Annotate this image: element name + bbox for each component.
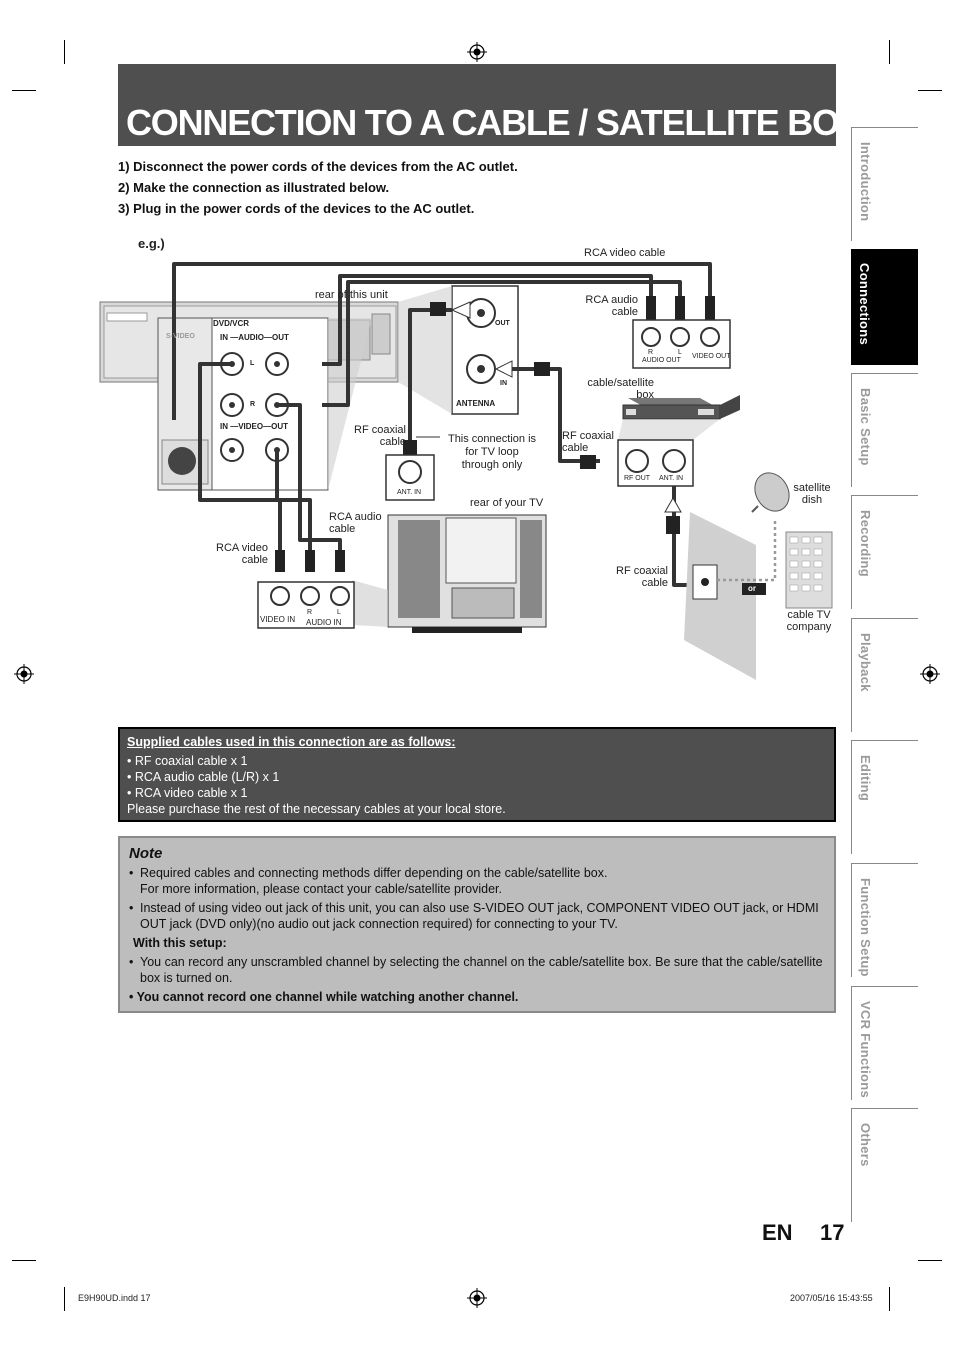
note-item: You can record any unscrambled channel b…: [129, 954, 825, 986]
registration-mark-icon: [467, 42, 487, 62]
footer-date: 2007/05/16 15:43:55: [790, 1293, 873, 1303]
supplied-heading: Supplied cables used in this connection …: [127, 735, 456, 749]
rear-unit-label: rear of this unit: [315, 289, 388, 301]
note-item: Required cables and connecting methods d…: [129, 865, 825, 897]
note-title: Note: [129, 845, 163, 862]
crop-mark: [64, 40, 65, 64]
audio-in-r-label: R: [307, 609, 313, 616]
audio-in-l-label: L: [337, 609, 341, 616]
crop-mark: [889, 1287, 890, 1311]
title-bar: CONNECTION TO A CABLE / SATELLITE BOX: [118, 64, 863, 146]
crop-mark: [64, 1287, 65, 1311]
step-2: 2) Make the connection as illustrated be…: [118, 180, 390, 195]
audio-out-r-label: R: [648, 349, 654, 356]
l-label: L: [250, 360, 255, 367]
note-box: Note Required cables and connecting meth…: [118, 836, 836, 1013]
ant-in-2-label: ANT. IN: [659, 475, 684, 482]
rear-tv-label: rear of your TV: [470, 497, 544, 509]
s-video-label: S-VIDEO: [166, 333, 195, 340]
supplied-item: • RF coaxial cable x 1: [127, 754, 248, 768]
rca-video-cable-top-label: RCA video cable: [584, 247, 666, 259]
tab-others[interactable]: Others: [851, 1108, 918, 1222]
video-out-label: VIDEO OUT: [692, 353, 731, 360]
page-language: EN: [762, 1220, 793, 1245]
footer-file: E9H90UD.indd 17: [78, 1293, 151, 1303]
ant-in-label: ANT. IN: [397, 489, 422, 496]
crop-mark: [918, 1260, 942, 1261]
note-item: Instead of using video out jack of this …: [129, 900, 825, 932]
audio-out-label: AUDIO OUT: [642, 357, 681, 364]
note-with-setup: With this setup:: [133, 936, 227, 950]
note-warning: • You cannot record one channel while wa…: [129, 990, 519, 1004]
tab-playback[interactable]: Playback: [851, 618, 918, 732]
supplied-footer: Please purchase the rest of the necessar…: [127, 802, 506, 816]
rf-out-label: RF OUT: [624, 475, 651, 482]
eg-label: e.g.): [138, 236, 165, 251]
crop-mark: [918, 90, 942, 91]
registration-mark-icon: [14, 664, 34, 684]
registration-mark-icon: [467, 1288, 487, 1308]
page-title: CONNECTION TO A CABLE / SATELLITE BOX: [126, 102, 863, 143]
or-label: or: [748, 584, 756, 593]
supplied-item: • RCA audio cable (L/R) x 1: [127, 770, 280, 784]
tab-introduction[interactable]: Introduction: [851, 127, 918, 241]
connection-diagram: [99, 262, 833, 680]
supplied-cables-box: Supplied cables used in this connection …: [118, 727, 836, 822]
tab-vcr-functions[interactable]: VCR Functions: [851, 986, 918, 1100]
audio-in-label: AUDIO IN: [306, 618, 342, 627]
audio-out-l-label: L: [678, 349, 682, 356]
in-audio-out-label: IN —AUDIO—OUT: [220, 333, 289, 342]
tab-basic-setup[interactable]: Basic Setup: [851, 373, 918, 487]
registration-mark-icon: [920, 664, 940, 684]
tab-function-setup[interactable]: Function Setup: [851, 863, 918, 977]
dvd-vcr-label: DVD/VCR: [213, 319, 250, 328]
tab-editing[interactable]: Editing: [851, 740, 918, 854]
tab-recording[interactable]: Recording: [851, 495, 918, 609]
step-1: 1) Disconnect the power cords of the dev…: [118, 159, 518, 174]
antenna-label: ANTENNA: [456, 399, 496, 408]
tab-connections[interactable]: Connections: [851, 249, 918, 365]
in-label: IN: [500, 380, 507, 387]
page-number: 17: [820, 1220, 845, 1245]
step-3: 3) Plug in the power cords of the device…: [118, 201, 475, 216]
crop-mark: [12, 90, 36, 91]
r-label: R: [250, 401, 256, 408]
crop-mark: [889, 40, 890, 64]
crop-mark: [12, 1260, 36, 1261]
supplied-item: • RCA video cable x 1: [127, 786, 248, 800]
steps-list: 1) Disconnect the power cords of the dev…: [118, 156, 518, 219]
out-label: OUT: [495, 320, 510, 327]
video-in-label: VIDEO IN: [260, 615, 296, 624]
in-video-out-label: IN —VIDEO—OUT: [220, 422, 289, 431]
